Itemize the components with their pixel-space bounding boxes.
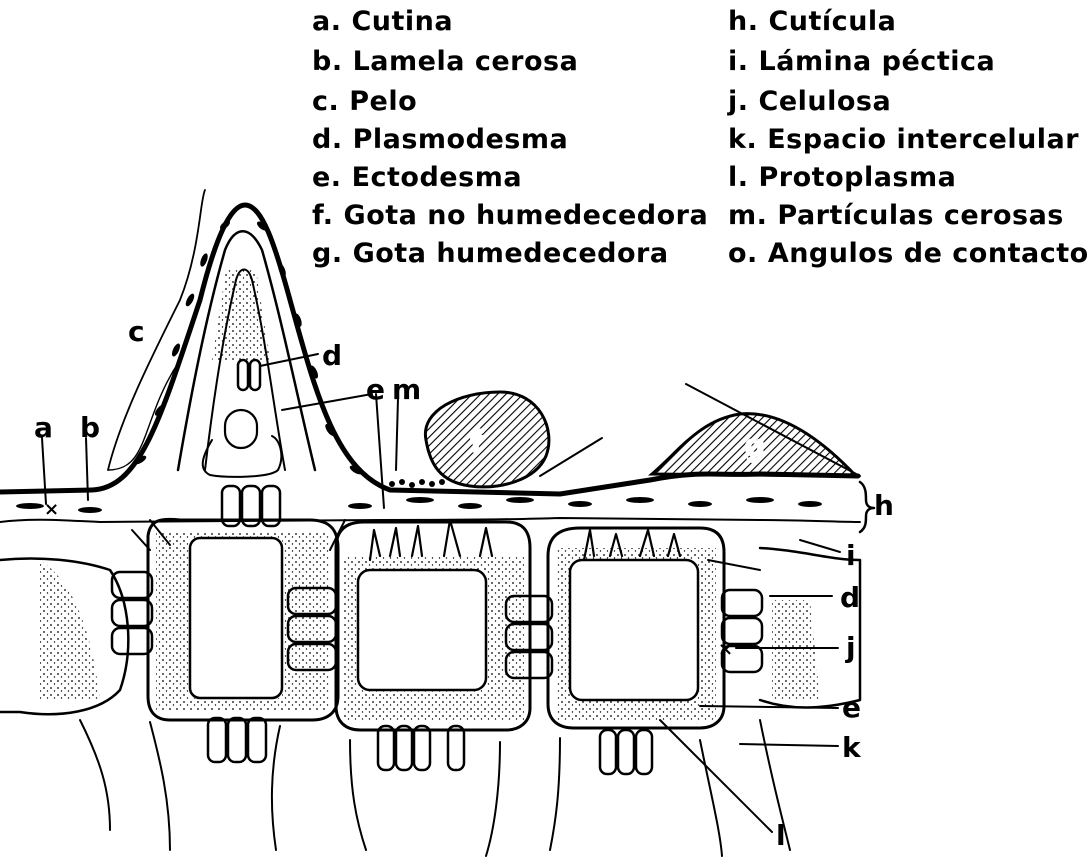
- vacuole-3: [570, 560, 698, 700]
- label-l: l: [776, 822, 786, 850]
- cuticle-brace: [860, 482, 874, 532]
- lower-cell-left: [80, 720, 170, 850]
- cutin-lamella-dashes: [16, 497, 822, 513]
- lower-cell-mid: [272, 726, 500, 856]
- label-i: i: [846, 542, 856, 570]
- label-b: b: [80, 414, 100, 442]
- ectodesmata-spikes-cell-2: [370, 520, 492, 560]
- non-wetting-drop-f: [425, 392, 548, 487]
- label-j: j: [846, 634, 856, 662]
- label-m: m: [392, 376, 421, 404]
- label-d-right: d: [840, 584, 860, 612]
- vacuole-2: [358, 570, 486, 690]
- x-mark-left: ×: [44, 499, 59, 520]
- label-h: h: [874, 492, 894, 520]
- label-k: k: [842, 734, 861, 762]
- lower-cell-right: [550, 720, 790, 856]
- drop-label-f: f: [470, 425, 484, 460]
- label-c: c: [128, 318, 145, 346]
- protoplasm-stipple: [40, 270, 820, 720]
- hair-protoplast-nucleus: [225, 410, 257, 448]
- label-a: a: [34, 414, 53, 442]
- label-e: e: [366, 376, 385, 404]
- wax-particles: [389, 479, 445, 488]
- drop-label-g: g: [744, 429, 765, 464]
- label-e-right: e: [842, 694, 861, 722]
- vacuole-1: [190, 538, 282, 698]
- label-d: d: [322, 342, 342, 370]
- x-mark-right: ×: [718, 639, 733, 660]
